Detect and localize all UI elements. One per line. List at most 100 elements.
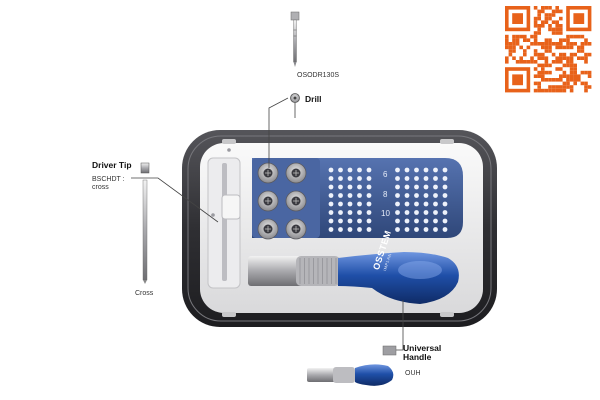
tray-hole xyxy=(423,218,429,224)
tray-hole xyxy=(338,210,343,215)
screw xyxy=(257,190,279,212)
tray-hole xyxy=(366,184,372,190)
tray-hole xyxy=(414,167,419,173)
tray-hole xyxy=(423,184,429,190)
tray-hole xyxy=(338,176,343,181)
tray-mark-6: 6 xyxy=(383,170,388,179)
dot-grid xyxy=(328,167,448,232)
tray-hole xyxy=(395,210,400,215)
drill-code-label: OSODR130S xyxy=(297,72,340,79)
driver-leader xyxy=(131,177,219,223)
tray-hole xyxy=(414,227,419,232)
tray-hole xyxy=(328,227,334,232)
cross-label: Cross xyxy=(135,290,154,297)
tray-hole xyxy=(395,193,400,198)
driver-tip-icon xyxy=(140,162,150,284)
drill-to-tray-leader xyxy=(268,97,289,168)
tray-hole xyxy=(404,167,410,173)
tray-hole xyxy=(414,210,419,215)
tray-hole xyxy=(366,176,372,181)
screw xyxy=(285,190,307,212)
tray-hole xyxy=(404,227,410,232)
tray-hole xyxy=(347,184,353,190)
qr-code-icon xyxy=(503,4,594,95)
tray-hole xyxy=(404,210,410,215)
tray-hole xyxy=(357,193,362,198)
tray-hole xyxy=(414,184,419,190)
tray-hole xyxy=(347,227,353,232)
tray-hole xyxy=(395,201,400,207)
driver-tip-code: BSCHDT : xyxy=(92,176,125,183)
leader-lines xyxy=(131,97,404,351)
screw xyxy=(285,218,307,240)
universal-handle-label: Universal Handle xyxy=(403,343,442,362)
tray-hole xyxy=(347,193,353,198)
screw xyxy=(285,162,307,184)
tray-hole xyxy=(404,193,410,198)
tray-hole xyxy=(357,176,362,181)
tray-hole xyxy=(338,201,343,207)
tray-hole xyxy=(414,193,419,198)
tray-hole xyxy=(423,227,429,232)
tray-hole xyxy=(347,176,353,181)
tray-hole xyxy=(328,201,334,207)
tray-hole xyxy=(395,218,400,224)
tray-hole xyxy=(433,167,438,173)
tray-hole xyxy=(328,210,334,215)
tray-hole xyxy=(357,201,362,207)
screw xyxy=(257,162,279,184)
tray-hole xyxy=(366,193,372,198)
tray-hole xyxy=(395,176,400,181)
tray-hole xyxy=(357,184,362,190)
drill-label: Drill xyxy=(305,94,322,104)
universal-handle-icon xyxy=(307,345,397,386)
tray-hole xyxy=(414,218,419,224)
tray-hole xyxy=(442,167,448,173)
tray-hole xyxy=(404,176,410,181)
tray-hole xyxy=(357,210,362,215)
tray-hole xyxy=(357,218,362,224)
handle-leader xyxy=(396,300,404,351)
tray-hole xyxy=(423,167,429,173)
tray-hole xyxy=(347,210,353,215)
tray-hole xyxy=(442,184,448,190)
tray-hole xyxy=(366,201,372,207)
screw-grid xyxy=(257,162,307,240)
tray-hole xyxy=(338,184,343,190)
tray-hole xyxy=(433,210,438,215)
tray-hole xyxy=(395,167,400,173)
tray-hole xyxy=(328,193,334,198)
tray-hole xyxy=(366,227,372,232)
tray-hole xyxy=(338,227,343,232)
tray-hole xyxy=(442,227,448,232)
tray-mark-10: 10 xyxy=(381,209,390,218)
tray-hole xyxy=(404,218,410,224)
tray-hole xyxy=(433,193,438,198)
tray-hole xyxy=(442,176,448,181)
tray-hole xyxy=(338,193,343,198)
tray-hole xyxy=(423,193,429,198)
tray-hole xyxy=(442,218,448,224)
tray-hole xyxy=(357,227,362,232)
tray-hole xyxy=(404,201,410,207)
driver-tip-label: Driver Tip xyxy=(92,160,132,170)
tray-hole xyxy=(328,218,334,224)
tray-hole xyxy=(423,210,429,215)
tray-hole xyxy=(433,201,438,207)
tray-hole xyxy=(423,201,429,207)
tray-hole xyxy=(414,201,419,207)
tray-hole xyxy=(328,184,334,190)
tray-hole xyxy=(328,167,334,173)
tray-hole xyxy=(338,167,343,173)
tray-hole xyxy=(423,176,429,181)
tray-hole xyxy=(433,227,438,232)
tray-hole xyxy=(404,184,410,190)
tray-hole xyxy=(366,218,372,224)
handle-in-case xyxy=(248,252,459,304)
tray-hole xyxy=(442,193,448,198)
tray-hole xyxy=(395,184,400,190)
tray-hole xyxy=(357,167,362,173)
tray-hole xyxy=(366,167,372,173)
